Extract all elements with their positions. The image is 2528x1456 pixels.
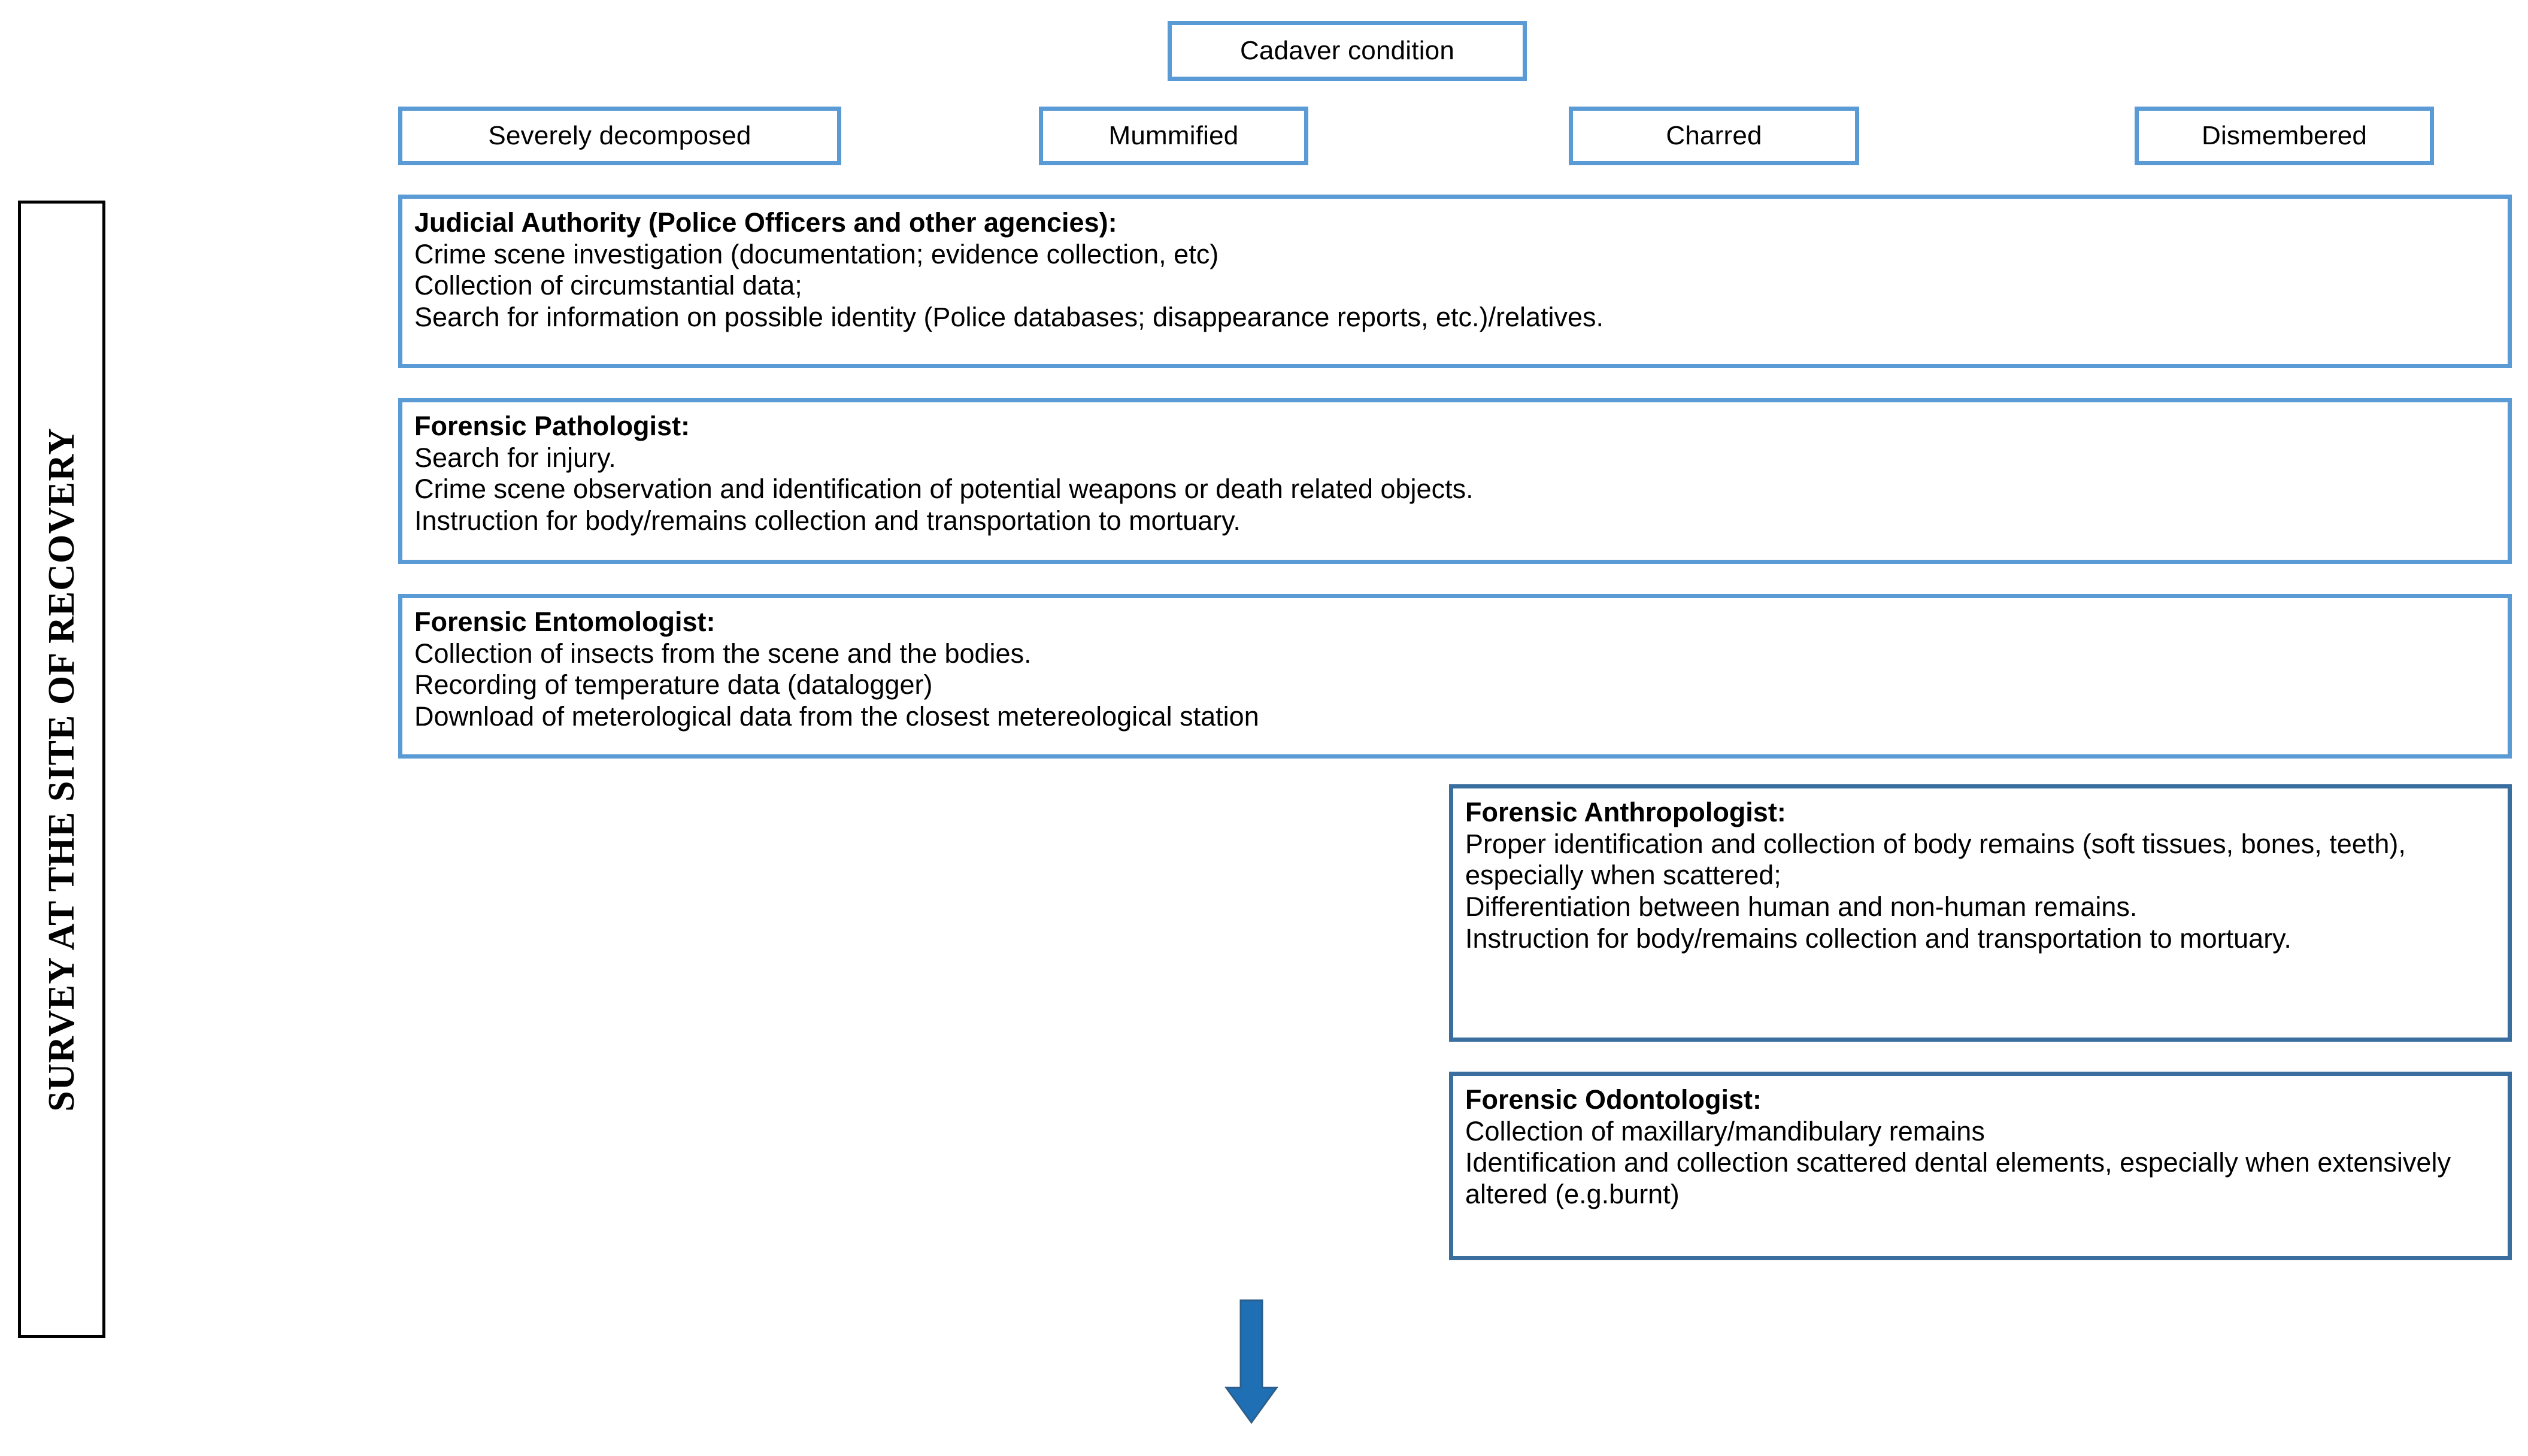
flow-arrow-down-svg [1224,1299,1278,1424]
role-line: Search for information on possible ident… [414,301,1604,332]
role-title: Forensic Pathologist: [414,411,690,441]
phase-label-survey-at-site-of-recovery: SURVEY AT THE SITE OF RECOVERY [18,201,105,1338]
role-line: Identification and collection scattered … [1465,1147,2451,1209]
node-charred[interactable]: Charred [1569,107,1859,165]
role-line: Instruction for body/remains collection … [1465,923,2291,954]
role-line: Search for injury. [414,442,616,473]
role-title: Forensic Entomologist: [414,606,716,637]
role-box-forensic-odontologist[interactable]: Forensic Odontologist: Collection of max… [1449,1072,2512,1260]
role-line: Download of meterological data from the … [414,700,1259,732]
role-box-forensic-anthropologist[interactable]: Forensic Anthropologist: Proper identifi… [1449,784,2512,1042]
role-title: Forensic Anthropologist: [1465,797,1786,827]
role-title: Forensic Odontologist: [1465,1084,1762,1115]
role-line: Collection of maxillary/mandibulary rema… [1465,1115,1985,1146]
role-line: Crime scene observation and identificati… [414,474,1474,505]
role-box-judicial-authority[interactable]: Judicial Authority (Police Officers and … [398,195,2512,368]
node-dismembered[interactable]: Dismembered [2135,107,2434,165]
node-dismembered-label: Dismembered [2201,121,2368,150]
role-box-forensic-entomologist[interactable]: Forensic Entomologist: Collection of ins… [398,594,2512,759]
role-line: Collection of insects from the scene and… [414,638,1032,669]
role-line: Instruction for body/remains collection … [414,505,1241,536]
node-severely-decomposed-label: Severely decomposed [488,121,751,150]
role-line: Recording of temperature data (datalogge… [414,669,933,700]
node-mummified[interactable]: Mummified [1039,107,1308,165]
node-mummified-label: Mummified [1108,121,1239,150]
role-title: Judicial Authority (Police Officers and … [414,207,1117,238]
flow-arrow-down-icon [1221,1299,1281,1425]
node-severely-decomposed[interactable]: Severely decomposed [398,107,841,165]
phase-label-text: SURVEY AT THE SITE OF RECOVERY [41,427,82,1112]
node-charred-label: Charred [1666,121,1762,150]
role-line: Differentiation between human and non-hu… [1465,891,2138,922]
role-line: Collection of circumstantial data; [414,270,802,301]
role-line: Crime scene investigation (documentation… [414,238,1219,269]
role-line: Proper identification and collection of … [1465,828,2406,891]
node-cadaver-condition-label: Cadaver condition [1239,36,1455,65]
node-cadaver-condition[interactable]: Cadaver condition [1168,21,1527,81]
role-box-forensic-pathologist[interactable]: Forensic Pathologist: Search for injury.… [398,398,2512,564]
